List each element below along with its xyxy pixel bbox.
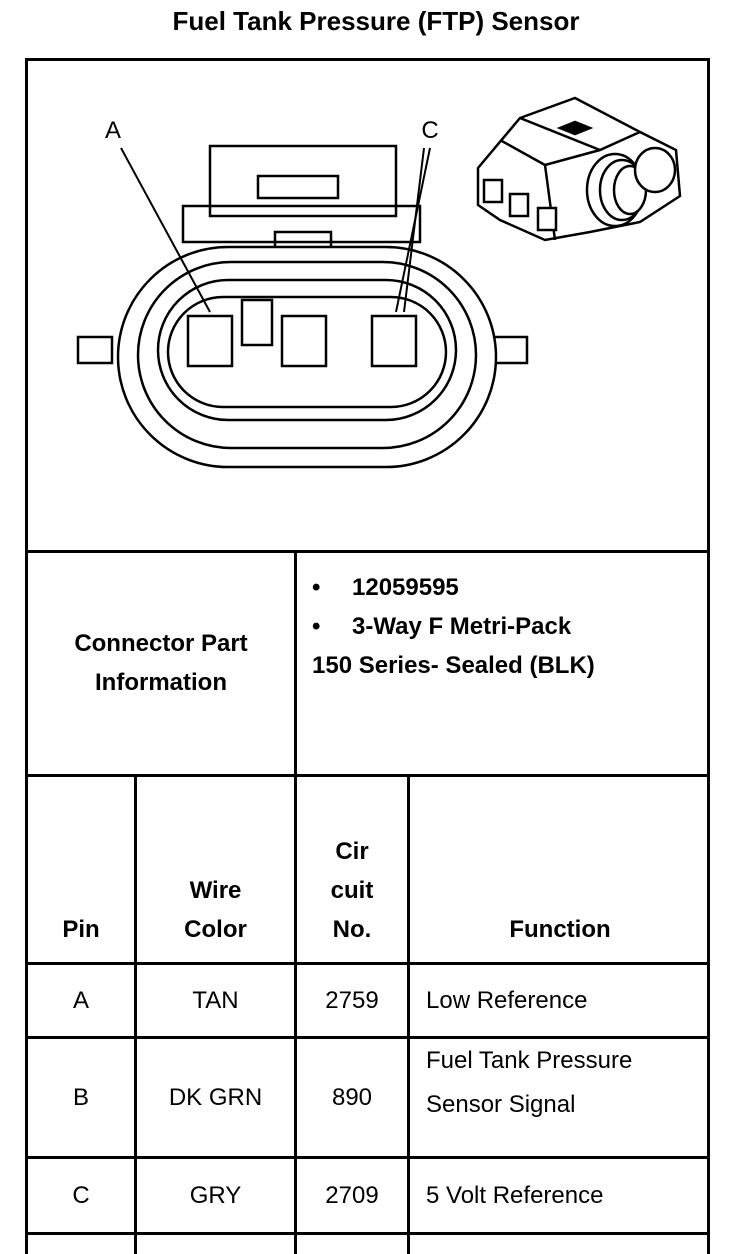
divider (25, 550, 710, 553)
row-b-pin: B (72, 1083, 89, 1111)
divider (134, 776, 137, 1254)
row-b-circuit: 890 (331, 1083, 373, 1111)
row-c-function: 5 Volt Reference (426, 1181, 604, 1209)
connector-face-diagram: A C (76, 96, 682, 469)
header-wire-color-line1: Wire (189, 877, 242, 904)
divider (25, 1232, 710, 1235)
connector-part-info-line1: Connector Part (74, 630, 248, 657)
bullet-glyph: • (312, 613, 321, 640)
pin-label-a: A (105, 117, 121, 144)
divider (25, 1036, 710, 1039)
row-a-wire-color: TAN (192, 986, 239, 1014)
row-a-function: Low Reference (426, 986, 588, 1014)
row-b-function-line2: Sensor Signal (426, 1091, 576, 1118)
bullet-glyph: • (312, 574, 321, 601)
divider (407, 776, 410, 1254)
header-wire-color: Wire Color (137, 871, 294, 949)
page-title: Fuel Tank Pressure (FTP) Sensor (172, 6, 580, 36)
header-circuit-no: Cir cuit No. (297, 832, 407, 949)
row-b-function: Fuel Tank Pressure Sensor Signal (426, 1039, 706, 1156)
row-a-circuit: 2759 (325, 986, 379, 1014)
row-c-wire-color: GRY (189, 1181, 242, 1209)
connector-part-details: • 12059595 • 3-Way F Metri-Pack 150 Series… (312, 568, 595, 685)
divider (25, 1156, 710, 1159)
part-description-line2: 150 Series- Sealed (BLK) (312, 652, 595, 679)
divider (25, 774, 710, 777)
header-function: Function (509, 916, 611, 943)
row-c-circuit: 2709 (325, 1181, 379, 1209)
connector-table-frame (25, 58, 710, 1254)
row-a-pin: A (72, 986, 89, 1014)
header-circuit-line3: No. (332, 916, 372, 943)
connector-3d-view (476, 96, 682, 242)
header-circuit-line2: cuit (330, 877, 374, 904)
pin-label-c: C (421, 117, 438, 144)
row-b-function-line1: Fuel Tank Pressure (426, 1047, 633, 1074)
part-description-line1: 3-Way F Metri-Pack (352, 613, 572, 640)
row-b-wire-color: DK GRN (168, 1083, 263, 1111)
part-number: 12059595 (352, 574, 459, 601)
header-pin: Pin (62, 916, 100, 943)
divider (25, 962, 710, 965)
header-wire-color-line2: Color (184, 916, 247, 943)
divider (294, 552, 297, 1254)
header-circuit-line1: Cir (335, 838, 369, 865)
connector-part-info-line2: Information (95, 669, 227, 696)
connector-part-info-label: Connector Part Information (28, 552, 294, 774)
row-c-pin: C (72, 1181, 90, 1209)
